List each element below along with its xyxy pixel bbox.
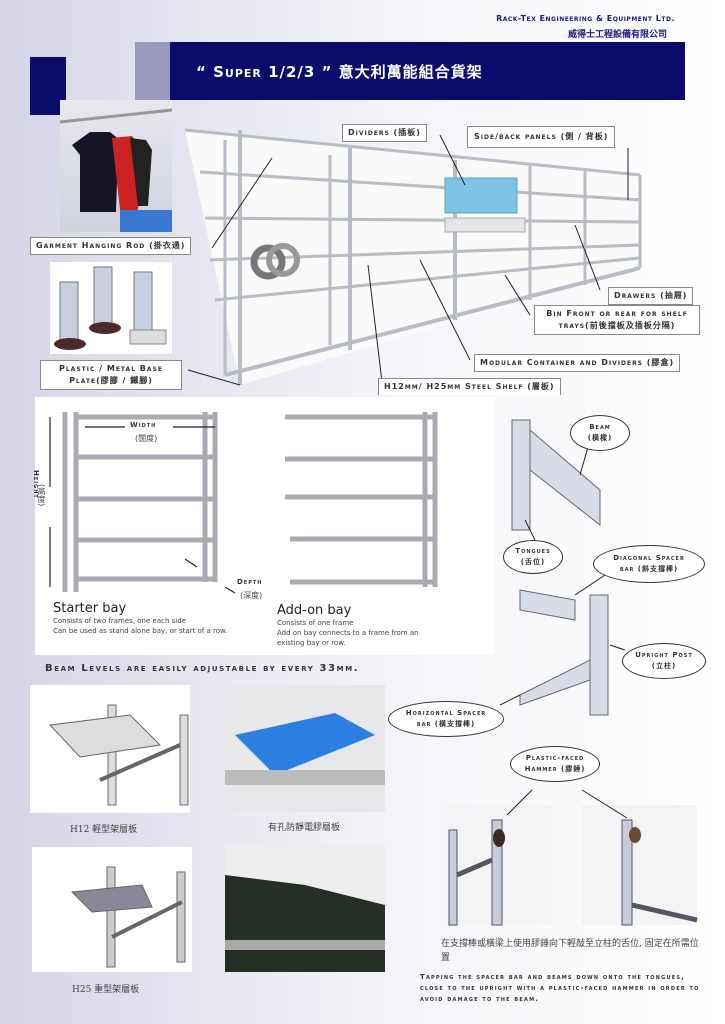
plastic-shelf-caption: 有孔防靜電膠層板 — [268, 823, 341, 833]
hammer-label-1: Plastic-faced — [525, 754, 585, 762]
label-dividers: Dividers (插板) — [342, 124, 427, 142]
width-label: Width — [130, 421, 157, 429]
bay-diagrams — [49, 412, 438, 594]
addon-bay-drawing — [285, 412, 438, 587]
tongues-label-zh: (舌位) — [520, 558, 546, 566]
modular-container-image — [444, 177, 518, 214]
h25-shelf-image — [32, 847, 192, 972]
title-banner: “ Super 1/2/3 ” 意大利萬能組合貨架 — [170, 42, 685, 100]
diagonal-label-1: Diagonal Spacer — [613, 554, 685, 562]
label-base-plate-line1: Plastic / Metal Base — [59, 364, 163, 373]
upright-label-zh: (立柱) — [651, 662, 677, 670]
label-steel-shelf: H12mm/ H25mm Steel Shelf (層板) — [378, 378, 561, 395]
bays-panel — [35, 397, 495, 655]
h25-caption: H25 重型架層板 — [72, 985, 140, 995]
diagonal-label-2: bar (斜支撐棒) — [619, 565, 679, 573]
perforated-shelf-image — [225, 845, 385, 972]
addon-bay-title: Add-on bay — [277, 603, 352, 618]
tongues-label: Tongues — [515, 547, 551, 555]
base-plate-illustration — [54, 266, 167, 350]
width-label-zh: (闊度) — [135, 434, 158, 443]
base-plate-photo — [50, 262, 172, 354]
instructions-en: Tapping the spacer bar and beams down on… — [420, 973, 700, 1003]
dimension-arrows — [49, 417, 236, 594]
addon-bay-desc-1: Consists of one frame — [277, 619, 354, 627]
addon-bay-desc-3: existing bay or row. — [277, 639, 346, 647]
plastic-shelf-image — [225, 685, 385, 812]
depth-label-zh: (深度) — [240, 591, 263, 600]
label-base-plate: Plastic / Metal Base Plate(膠腳 / 鐵腳) — [40, 360, 182, 390]
label-bin-front: Bin Front or rear for shelf trays(前後擋板及插… — [534, 305, 700, 335]
starter-bay-desc-1: Consists of two frames, one each side — [53, 617, 186, 625]
upright-label: Upright Post — [635, 651, 693, 659]
height-label-zh: (高度) — [37, 484, 46, 507]
depth-label: Depth — [237, 578, 263, 586]
label-bin-front-line2: trays(前後擋板及插板分隔) — [558, 321, 676, 330]
decor-square-grey — [135, 42, 171, 100]
label-garment-rod: Garment Hanging Rod (掛衣通) — [30, 237, 192, 255]
label-drawers: Drawers (抽屜) — [608, 287, 694, 305]
starter-bay-drawing — [62, 412, 218, 592]
garment-photo — [60, 100, 172, 232]
label-base-plate-line2: Plate(膠腳 / 鐵腳) — [69, 376, 153, 385]
callout-horizontal-spacer: Horizontal Spacer bar (橫支撐棒) — [388, 701, 504, 737]
beam-adjust-heading: Beam Levels are easily adjustable by eve… — [45, 663, 360, 674]
hammer-illustrations — [442, 789, 698, 926]
label-side-back-panels: Side/back panels (側 / 背板) — [467, 126, 616, 148]
instructions-zh: 在支撐棒或橫梁上使用膠錘向下輕敲至立柱的舌位, 固定在所需位置 — [441, 939, 699, 963]
h12-caption: H12 輕型架層板 — [70, 825, 138, 835]
beam-connection-diagram — [499, 419, 626, 716]
modular-shelving-illustration — [184, 128, 642, 386]
label-bin-front-line1: Bin Front or rear for shelf — [546, 309, 688, 318]
h12-shelf-image — [30, 685, 190, 813]
beam-label-zh: (橫樑) — [587, 434, 613, 442]
starter-bay-title: Starter bay — [53, 601, 127, 616]
company-name-zh: 威得士工程設備有限公司 — [567, 30, 667, 40]
callout-tongues: Tongues (舌位) — [503, 540, 563, 574]
horizontal-label-1: Horizontal Spacer — [405, 709, 487, 717]
horizontal-label-2: bar (橫支撐棒) — [416, 720, 476, 728]
label-modular-container: Modular Container and Dividers (膠盒) — [474, 354, 681, 372]
beam-label: Beam — [589, 423, 611, 431]
starter-bay-desc-2: Can be used as stand alone bay, or start… — [53, 627, 228, 635]
page-title: “ Super 1/2/3 ” 意大利萬能組合貨架 — [196, 62, 483, 81]
callout-diagonal-spacer: Diagonal Spacer bar (斜支撐棒) — [593, 545, 705, 583]
company-name-en: Rack-Tex Engineering & Equipment Ltd. — [496, 14, 675, 23]
garment-illustration — [60, 108, 172, 232]
callout-beam: Beam (橫樑) — [570, 415, 630, 451]
addon-bay-desc-2: Add on bay connects to a frame from an — [277, 629, 419, 637]
callout-upright-post: Upright Post (立柱) — [622, 643, 706, 679]
hammer-label-2: Hammer (膠錘) — [524, 765, 586, 773]
